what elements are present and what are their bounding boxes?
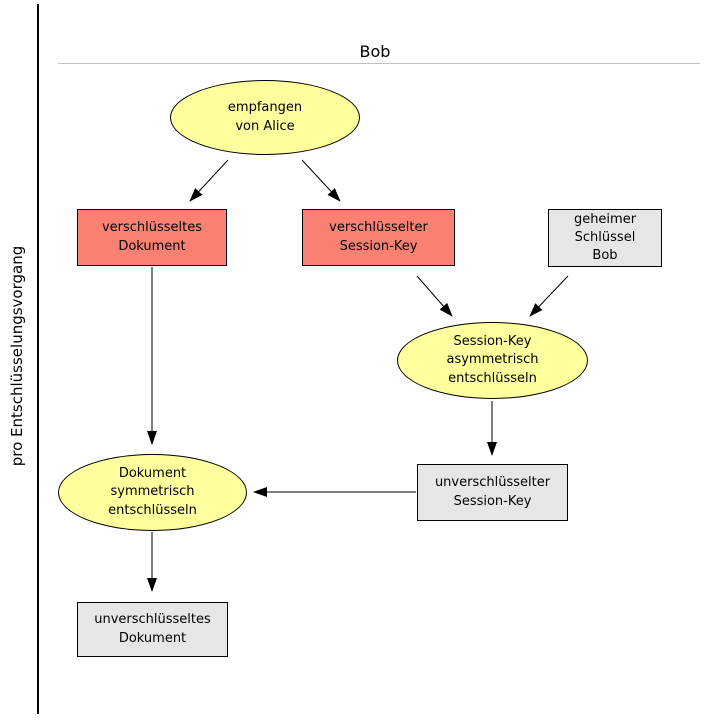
node-label: verschlüsseltes Dokument	[101, 220, 203, 254]
node-empfangen-von-alice: empfangen von Alice	[170, 80, 360, 155]
node-verschluesseltes-dokument: verschlüsseltes Dokument	[77, 209, 227, 266]
diagram-title: Bob	[359, 42, 391, 61]
arrow-empfangen-to-verschluesselter-session-key	[301, 159, 341, 202]
node-unverschluesseltes-dokument: unverschlüsseltes Dokument	[77, 602, 228, 657]
side-label-entschluesselungsvorgang: pro Entschlüsselungsvorgang	[8, 245, 26, 467]
node-label: geheimer Schlüssel Bob	[573, 211, 637, 264]
node-label: unverschlüsselter Session-Key	[434, 475, 551, 509]
arrow-empfangen-to-verschluesseltes-dokument	[189, 159, 229, 202]
node-verschluesselter-session-key: verschlüsselter Session-Key	[302, 209, 455, 266]
title-underline	[58, 63, 700, 64]
node-unverschluesselter-session-key: unverschlüsselter Session-Key	[417, 464, 568, 521]
node-label: verschlüsselter Session-Key	[329, 220, 428, 254]
node-label: Dokument symmetrisch entschlüsseln	[108, 466, 197, 518]
node-session-key-asymmetrisch-entschluesseln: Session-Key asymmetrisch entschlüsseln	[397, 322, 588, 399]
node-label: Session-Key asymmetrisch entschlüsseln	[446, 334, 539, 386]
node-geheimer-schluessel-bob: geheimer Schlüssel Bob	[548, 209, 662, 267]
arrow-geheimer-schluessel-to-session-key-entschluesseln	[529, 275, 569, 317]
arrow-verschluesselter-session-key-to-session-key-entschluesseln	[416, 275, 453, 317]
node-label: empfangen von Alice	[227, 100, 303, 134]
node-label: unverschlüsseltes Dokument	[94, 612, 211, 646]
left-axis-line	[37, 4, 39, 714]
node-dokument-symmetrisch-entschluesseln: Dokument symmetrisch entschlüsseln	[58, 454, 247, 531]
